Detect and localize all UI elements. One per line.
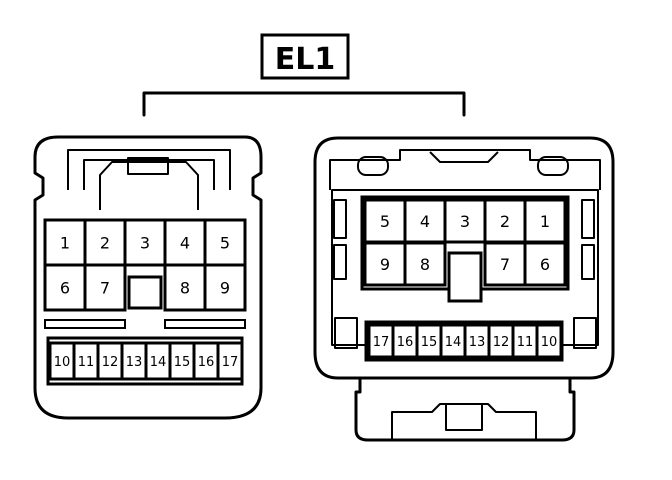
right-cavities: 5 4 3 2 1 9 8 7 6 17 16 15 14 13 12 11 10 — [360, 195, 570, 362]
left-pin-16-cavity — [192, 341, 220, 381]
left-lock-key — [127, 157, 169, 175]
right-inner-frame — [331, 189, 599, 346]
left-pin-6-cavity — [43, 263, 87, 312]
left-pin-17-cavity — [216, 341, 244, 381]
left-pin-9-label: 9 — [220, 279, 230, 298]
right-pin-10-label: 10 — [541, 335, 558, 350]
left-pin-8-label: 8 — [180, 279, 190, 298]
right-connector: 5 4 3 2 1 9 8 7 6 17 16 15 14 13 12 11 10 — [313, 136, 615, 442]
right-pin-9-cavity — [363, 241, 407, 287]
left-pin-11-label: 11 — [78, 355, 95, 370]
left-latch-inner — [83, 159, 215, 190]
right-key-slot — [447, 251, 483, 303]
right-pin-2-cavity — [483, 198, 527, 244]
right-pin-6-label: 6 — [540, 255, 550, 274]
left-pin-5-cavity — [203, 218, 247, 267]
left-lock-tab — [99, 161, 199, 210]
right-corner-key-left — [334, 317, 358, 349]
left-pin-8-cavity — [163, 263, 207, 312]
right-pin-11-cavity — [511, 323, 539, 359]
left-pin-1-label: 1 — [60, 234, 70, 253]
right-pin-15-label: 15 — [421, 335, 438, 350]
left-pin-10-label: 10 — [54, 355, 71, 370]
left-pin-15-cavity — [168, 341, 196, 381]
right-pin-6-cavity — [523, 241, 567, 287]
right-pin-10-cavity — [535, 323, 563, 359]
left-key-slot — [127, 275, 163, 310]
left-pin-4-label: 4 — [180, 234, 190, 253]
right-pin-17-label: 17 — [373, 335, 390, 350]
right-top-latch — [429, 151, 499, 163]
left-latch-outer — [67, 149, 231, 190]
right-pin-7-cavity — [483, 241, 527, 287]
right-pin-8-label: 8 — [420, 255, 430, 274]
right-pin-13-label: 13 — [469, 335, 486, 350]
right-pin-5-label: 5 — [380, 212, 390, 231]
left-pin-14-label: 14 — [150, 355, 167, 370]
bracket — [142, 91, 466, 117]
right-top-rim — [329, 149, 601, 190]
right-pin-1-label: 1 — [540, 212, 550, 231]
left-pin-11-cavity — [72, 341, 100, 381]
right-pin-12-label: 12 — [493, 335, 510, 350]
right-connector-housing — [313, 136, 615, 380]
left-pin-15-label: 15 — [174, 355, 191, 370]
right-bottom-latch — [391, 403, 537, 440]
right-pin-4-label: 4 — [420, 212, 430, 231]
left-pin-3-cavity — [123, 218, 167, 267]
right-side-slot-left-bottom — [333, 244, 347, 280]
title-box — [260, 33, 350, 80]
right-pin-11-label: 11 — [517, 335, 534, 350]
connector-title: EL1 — [275, 42, 335, 77]
left-connector-housing — [33, 135, 263, 420]
left-pin-9-cavity — [203, 263, 247, 312]
left-rib-left — [44, 319, 126, 329]
right-side-slot-right-top — [581, 199, 595, 239]
left-pin-17-label: 17 — [222, 355, 239, 370]
left-pin-13-cavity — [120, 341, 148, 381]
right-side-slot-right-bottom — [581, 244, 595, 280]
right-top-hole-left — [357, 156, 389, 176]
right-bottom-skirt — [354, 376, 576, 442]
right-pin-16-label: 16 — [397, 335, 414, 350]
right-pin-1-cavity — [523, 198, 567, 244]
left-rib-right — [164, 319, 246, 329]
left-pin-7-label: 7 — [100, 279, 110, 298]
right-pin-3-label: 3 — [460, 212, 470, 231]
left-pin-13-label: 13 — [126, 355, 143, 370]
right-bottom-key — [445, 403, 483, 431]
connector-label: EL1 — [260, 33, 350, 80]
right-pin-7-label: 7 — [500, 255, 510, 274]
right-pin-8-cavity — [403, 241, 447, 287]
right-top-hole-right — [537, 156, 569, 176]
right-corner-key-right — [573, 317, 597, 349]
left-pin-6-label: 6 — [60, 279, 70, 298]
right-side-slot-left-top — [333, 199, 347, 239]
left-pin-12-label: 12 — [102, 355, 119, 370]
left-pin-3-label: 3 — [140, 234, 150, 253]
right-pin-2-label: 2 — [500, 212, 510, 231]
left-pin-2-label: 2 — [100, 234, 110, 253]
left-pin-16-label: 16 — [198, 355, 215, 370]
left-pin-14-cavity — [144, 341, 172, 381]
left-pin-5-label: 5 — [220, 234, 230, 253]
left-pin-7-cavity — [83, 263, 127, 312]
right-pin-9-label: 9 — [380, 255, 390, 274]
right-pin-14-label: 14 — [445, 335, 462, 350]
